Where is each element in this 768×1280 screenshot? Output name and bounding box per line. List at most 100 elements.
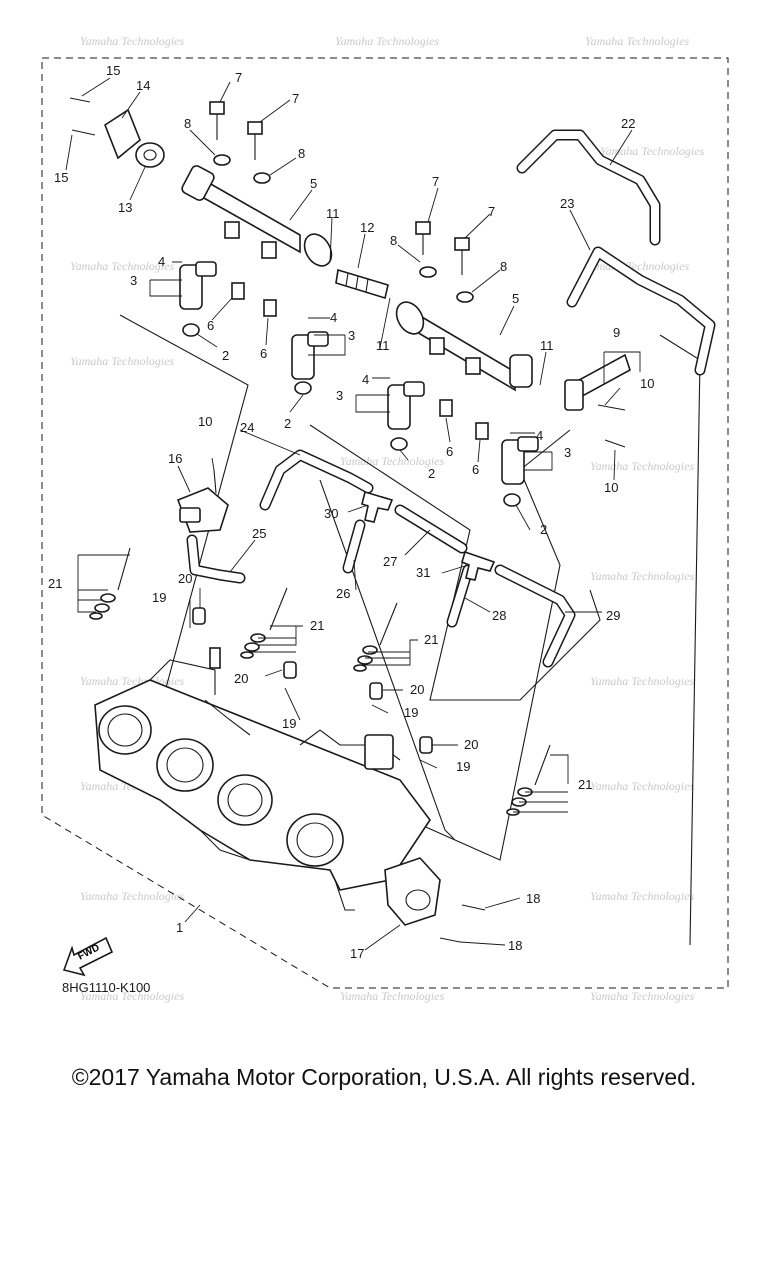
- callout-4: 4: [330, 310, 337, 325]
- throttle-body-assembly: [94, 647, 431, 911]
- callout-3: 3: [130, 273, 137, 288]
- sensor-16: [176, 487, 229, 533]
- bolt: [415, 221, 431, 255]
- watermark: Yamaha Technologies: [590, 989, 694, 1003]
- callout-5: 5: [512, 291, 519, 306]
- callout-31: 31: [416, 565, 430, 580]
- watermark: Yamaha Technologies: [70, 259, 174, 273]
- hose-27: [394, 504, 468, 554]
- callout-3: 3: [564, 445, 571, 460]
- bolt: [209, 101, 225, 140]
- watermark: Yamaha Technologies: [340, 454, 444, 468]
- callout-24: 24: [240, 420, 254, 435]
- callout-27: 27: [383, 554, 397, 569]
- callout-3: 3: [348, 328, 355, 343]
- fuel-hose-fitting: [564, 353, 631, 411]
- watermark: Yamaha Technologies: [80, 889, 184, 903]
- watermark: Yamaha Technologies: [590, 674, 694, 688]
- callout-12: 12: [360, 220, 374, 235]
- cap: [369, 682, 383, 700]
- callout-21: 21: [48, 576, 62, 591]
- hose-23: [566, 246, 716, 376]
- bolt: [247, 121, 263, 160]
- callout-11: 11: [326, 206, 340, 221]
- callout-10: 10: [198, 414, 212, 429]
- spacer: [263, 299, 277, 317]
- watermark: Yamaha Technologies: [590, 459, 694, 473]
- t-joint-30: [361, 490, 394, 523]
- callout-15: 15: [106, 63, 120, 78]
- watermark: Yamaha Technologies: [590, 779, 694, 793]
- assembly-boundary: [41, 57, 729, 989]
- callout-19: 19: [152, 590, 166, 605]
- diagram-reference-code: 8HG1110-K100: [62, 980, 151, 995]
- bracket-plate: [104, 108, 141, 160]
- callout-20: 20: [464, 737, 478, 752]
- callout-22: 22: [621, 116, 635, 131]
- hose-26: [342, 519, 366, 574]
- washer: [456, 291, 474, 303]
- throttle-bore-3: [217, 774, 273, 826]
- spacer: [439, 399, 453, 417]
- callout-19: 19: [282, 716, 296, 731]
- callout-23: 23: [560, 196, 574, 211]
- spacer: [231, 282, 245, 300]
- watermarks: Yamaha Technologies Yamaha Technologies …: [70, 34, 704, 1003]
- callout-11: 11: [376, 338, 390, 353]
- watermark: Yamaha Technologies: [340, 989, 444, 1003]
- watermark: Yamaha Technologies: [600, 144, 704, 158]
- callout-8: 8: [184, 116, 191, 131]
- watermark: Yamaha Technologies: [70, 354, 174, 368]
- callout-7: 7: [488, 204, 495, 219]
- callout-8: 8: [390, 233, 397, 248]
- callout-21: 21: [424, 632, 438, 647]
- callout-30: 30: [324, 506, 338, 521]
- callout-2: 2: [222, 348, 229, 363]
- cap: [283, 661, 297, 679]
- fuel-injector-4: [501, 436, 539, 507]
- callout-6: 6: [472, 462, 479, 477]
- callout-15: 15: [54, 170, 68, 185]
- watermark: Yamaha Technologies: [590, 889, 694, 903]
- callout-4: 4: [158, 254, 165, 269]
- throttle-bore-1: [98, 705, 152, 755]
- t-joint-31: [461, 550, 496, 581]
- callout-8: 8: [298, 146, 305, 161]
- callout-25: 25: [252, 526, 266, 541]
- bolt: [454, 237, 470, 275]
- watermark: Yamaha Technologies: [80, 34, 184, 48]
- screw-set: [240, 587, 288, 659]
- washer: [213, 154, 231, 166]
- callout-16: 16: [168, 451, 182, 466]
- copyright-notice: ©2017 Yamaha Motor Corporation, U.S.A. A…: [71, 1064, 697, 1090]
- callout-26: 26: [336, 586, 350, 601]
- screw-set: [506, 744, 551, 816]
- screw: [71, 129, 96, 136]
- callout-4: 4: [536, 428, 543, 443]
- callout-20: 20: [178, 571, 192, 586]
- exploded-parts-diagram: Yamaha Technologies Yamaha Technologies …: [41, 34, 729, 1003]
- throttle-bore-2: [156, 738, 214, 792]
- washer: [419, 266, 437, 278]
- callout-2: 2: [284, 416, 291, 431]
- callout-18: 18: [508, 938, 522, 953]
- watermark: Yamaha Technologies: [590, 569, 694, 583]
- callout-29: 29: [606, 608, 620, 623]
- watermark: Yamaha Technologies: [585, 259, 689, 273]
- hose-29: [494, 564, 576, 668]
- callout-9: 9: [613, 325, 620, 340]
- callout-2: 2: [540, 522, 547, 537]
- callout-10: 10: [640, 376, 654, 391]
- callout-6: 6: [207, 318, 214, 333]
- callout-1: 1: [176, 920, 183, 935]
- callout-18: 18: [526, 891, 540, 906]
- leader-lines: [65, 77, 641, 951]
- fuel-injector-2: [291, 331, 329, 395]
- fuel-rail-right: [395, 301, 533, 392]
- callout-8: 8: [500, 259, 507, 274]
- screw-set: [353, 602, 398, 672]
- watermark: Yamaha Technologies: [335, 34, 439, 48]
- callout-20: 20: [410, 682, 424, 697]
- callout-21: 21: [310, 618, 324, 633]
- cap: [192, 607, 206, 625]
